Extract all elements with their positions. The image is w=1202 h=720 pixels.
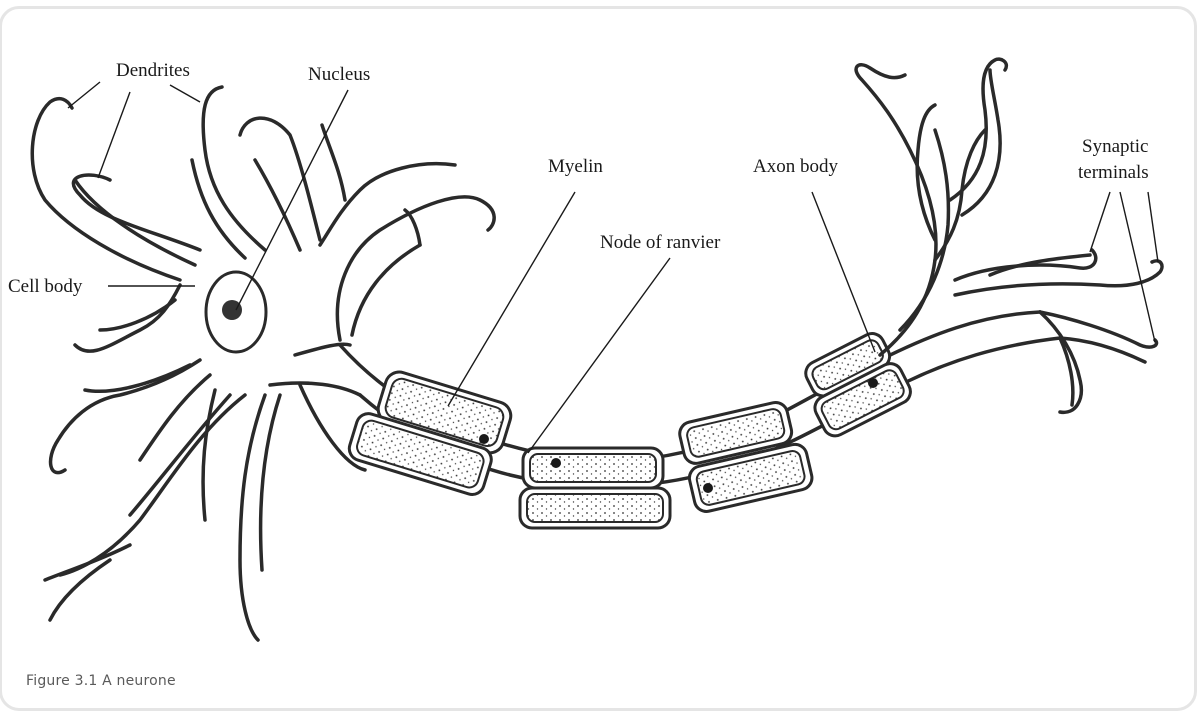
myelin-sheaths bbox=[346, 329, 914, 528]
schwann-nucleus bbox=[703, 483, 713, 493]
axon-terminals bbox=[856, 59, 1162, 412]
figure-caption: Figure 3.1 A neurone bbox=[26, 673, 176, 689]
schwann-nucleus bbox=[551, 458, 561, 468]
label-dendrites: Dendrites bbox=[116, 60, 190, 81]
label-cell-body: Cell body bbox=[8, 276, 83, 297]
label-terminals: terminals bbox=[1078, 162, 1149, 183]
schwann-nucleus bbox=[479, 434, 489, 444]
label-axon-body: Axon body bbox=[753, 156, 838, 177]
label-myelin: Myelin bbox=[548, 156, 603, 177]
label-nucleus: Nucleus bbox=[308, 64, 370, 85]
label-node-of-ranvier: Node of ranvier bbox=[600, 232, 721, 253]
label-synaptic: Synaptic bbox=[1082, 136, 1149, 157]
schwann-nucleus bbox=[868, 378, 878, 388]
